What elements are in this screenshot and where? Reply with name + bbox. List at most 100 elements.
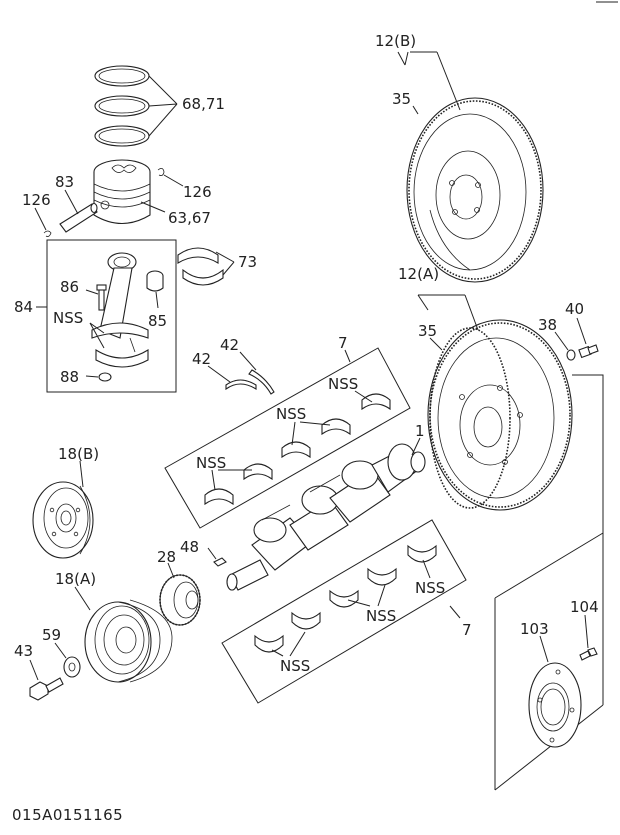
- flywheel-a-callout: [417, 294, 479, 351]
- label-42-b: 42: [220, 336, 239, 354]
- label-85: 85: [148, 312, 167, 330]
- leader-63-67: [140, 201, 166, 213]
- conrod-box: [46, 239, 177, 393]
- leader-nss-lower-3b: [289, 631, 306, 657]
- label-126-right: 126: [183, 183, 212, 201]
- thrust-washer-a[interactable]: [225, 379, 257, 391]
- piston-rings[interactable]: [94, 65, 150, 147]
- label-73: 73: [238, 253, 257, 271]
- crank-gear[interactable]: [159, 574, 201, 626]
- piston-pin[interactable]: [59, 202, 98, 233]
- bolt-40[interactable]: [578, 344, 599, 359]
- leader-18a: [74, 586, 91, 611]
- label-68-71: 68,71: [182, 95, 225, 113]
- leader-88: [85, 375, 99, 378]
- leader-104: [584, 614, 589, 649]
- leader-nss-upper-2b: [299, 421, 331, 426]
- label-nss-lower-3: NSS: [280, 657, 310, 675]
- label-1: 1: [415, 422, 425, 440]
- label-40: 40: [565, 300, 584, 318]
- label-43: 43: [14, 642, 33, 660]
- label-28: 28: [157, 548, 176, 566]
- leader-86: [85, 289, 99, 295]
- leader-7-lower: [449, 605, 461, 619]
- washer-59[interactable]: [63, 656, 81, 678]
- label-nss-rod: NSS: [53, 309, 83, 327]
- rings-callout: [148, 75, 178, 137]
- label-103: 103: [520, 620, 549, 638]
- nss-rod-callout: [89, 322, 105, 349]
- label-nss-upper-2: NSS: [276, 405, 306, 423]
- leader-nss-upper-2a: [291, 421, 296, 446]
- flywheel-b-callout: [397, 51, 461, 115]
- label-7-lower: 7: [462, 621, 472, 639]
- upper-bearing-box: [164, 347, 411, 529]
- label-nss-lower-1: NSS: [415, 579, 445, 597]
- retainer-box: [572, 374, 604, 705]
- label-12b: 12(B): [375, 32, 416, 50]
- leader-40: [576, 317, 587, 345]
- leader-nss-lower-3a: [271, 649, 284, 657]
- rod-bearing-callout: [215, 251, 235, 276]
- leader-42-a: [207, 365, 231, 383]
- flywheel-b[interactable]: [406, 97, 544, 283]
- bolt-104[interactable]: [579, 647, 598, 661]
- leader-38: [554, 331, 569, 351]
- label-35-mid: 35: [418, 322, 437, 340]
- snap-ring-right[interactable]: [157, 168, 165, 176]
- label-38: 38: [538, 316, 557, 334]
- rod-nut[interactable]: [98, 372, 112, 382]
- leader-83: [64, 189, 79, 215]
- bolt-43[interactable]: [29, 677, 64, 701]
- leader-48: [207, 547, 217, 560]
- leader-nss-lower-2b: [377, 584, 386, 607]
- leader-59: [54, 642, 67, 659]
- flywheel-a[interactable]: [427, 319, 573, 511]
- label-86: 86: [60, 278, 79, 296]
- label-59: 59: [42, 626, 61, 644]
- leader-nss-lower-1: [422, 559, 431, 579]
- crankshaft[interactable]: [226, 443, 426, 591]
- label-42-a: 42: [192, 350, 211, 368]
- bushing[interactable]: [146, 270, 164, 292]
- leader-nss-lower-2a: [347, 599, 371, 607]
- key[interactable]: [213, 557, 227, 567]
- piston[interactable]: [93, 159, 151, 225]
- label-63-67: 63,67: [168, 209, 211, 227]
- leader-126-left: [34, 207, 47, 231]
- leader-1: [411, 437, 421, 456]
- leader-126-right: [163, 174, 184, 187]
- label-18a: 18(A): [55, 570, 96, 588]
- label-18b: 18(B): [58, 445, 99, 463]
- label-84: 84: [14, 298, 33, 316]
- leader-28: [167, 562, 175, 579]
- lower-bearing-box: [221, 519, 467, 704]
- lower-bearing-shells[interactable]: [254, 544, 437, 653]
- leader-18b: [79, 460, 84, 488]
- rod-bolt[interactable]: [96, 284, 107, 311]
- label-35-top: 35: [392, 90, 411, 108]
- seal-retainer[interactable]: [528, 662, 582, 748]
- thrust-washer-b[interactable]: [248, 369, 275, 395]
- label-nss-lower-2: NSS: [366, 607, 396, 625]
- connecting-rod[interactable]: [91, 252, 149, 368]
- label-104: 104: [570, 598, 599, 616]
- label-12a: 12(A): [398, 265, 439, 283]
- retainer-box-bottom: [494, 704, 604, 791]
- label-83: 83: [55, 173, 74, 191]
- leader-43: [29, 659, 39, 681]
- label-nss-upper-3: NSS: [196, 454, 226, 472]
- label-88: 88: [60, 368, 79, 386]
- leader-nss-upper-3a: [211, 469, 216, 491]
- rod-bearing[interactable]: [177, 247, 224, 286]
- pulley-b[interactable]: [32, 481, 94, 559]
- washer-38[interactable]: [566, 349, 576, 361]
- pulley-a[interactable]: [84, 599, 173, 683]
- leader-7-upper: [344, 349, 351, 363]
- snap-ring-left[interactable]: [43, 230, 52, 237]
- diagram-code: 015A0151165: [12, 806, 123, 824]
- upper-bearing-shells[interactable]: [204, 393, 391, 506]
- leader-103: [539, 635, 549, 663]
- label-nss-upper-1: NSS: [328, 375, 358, 393]
